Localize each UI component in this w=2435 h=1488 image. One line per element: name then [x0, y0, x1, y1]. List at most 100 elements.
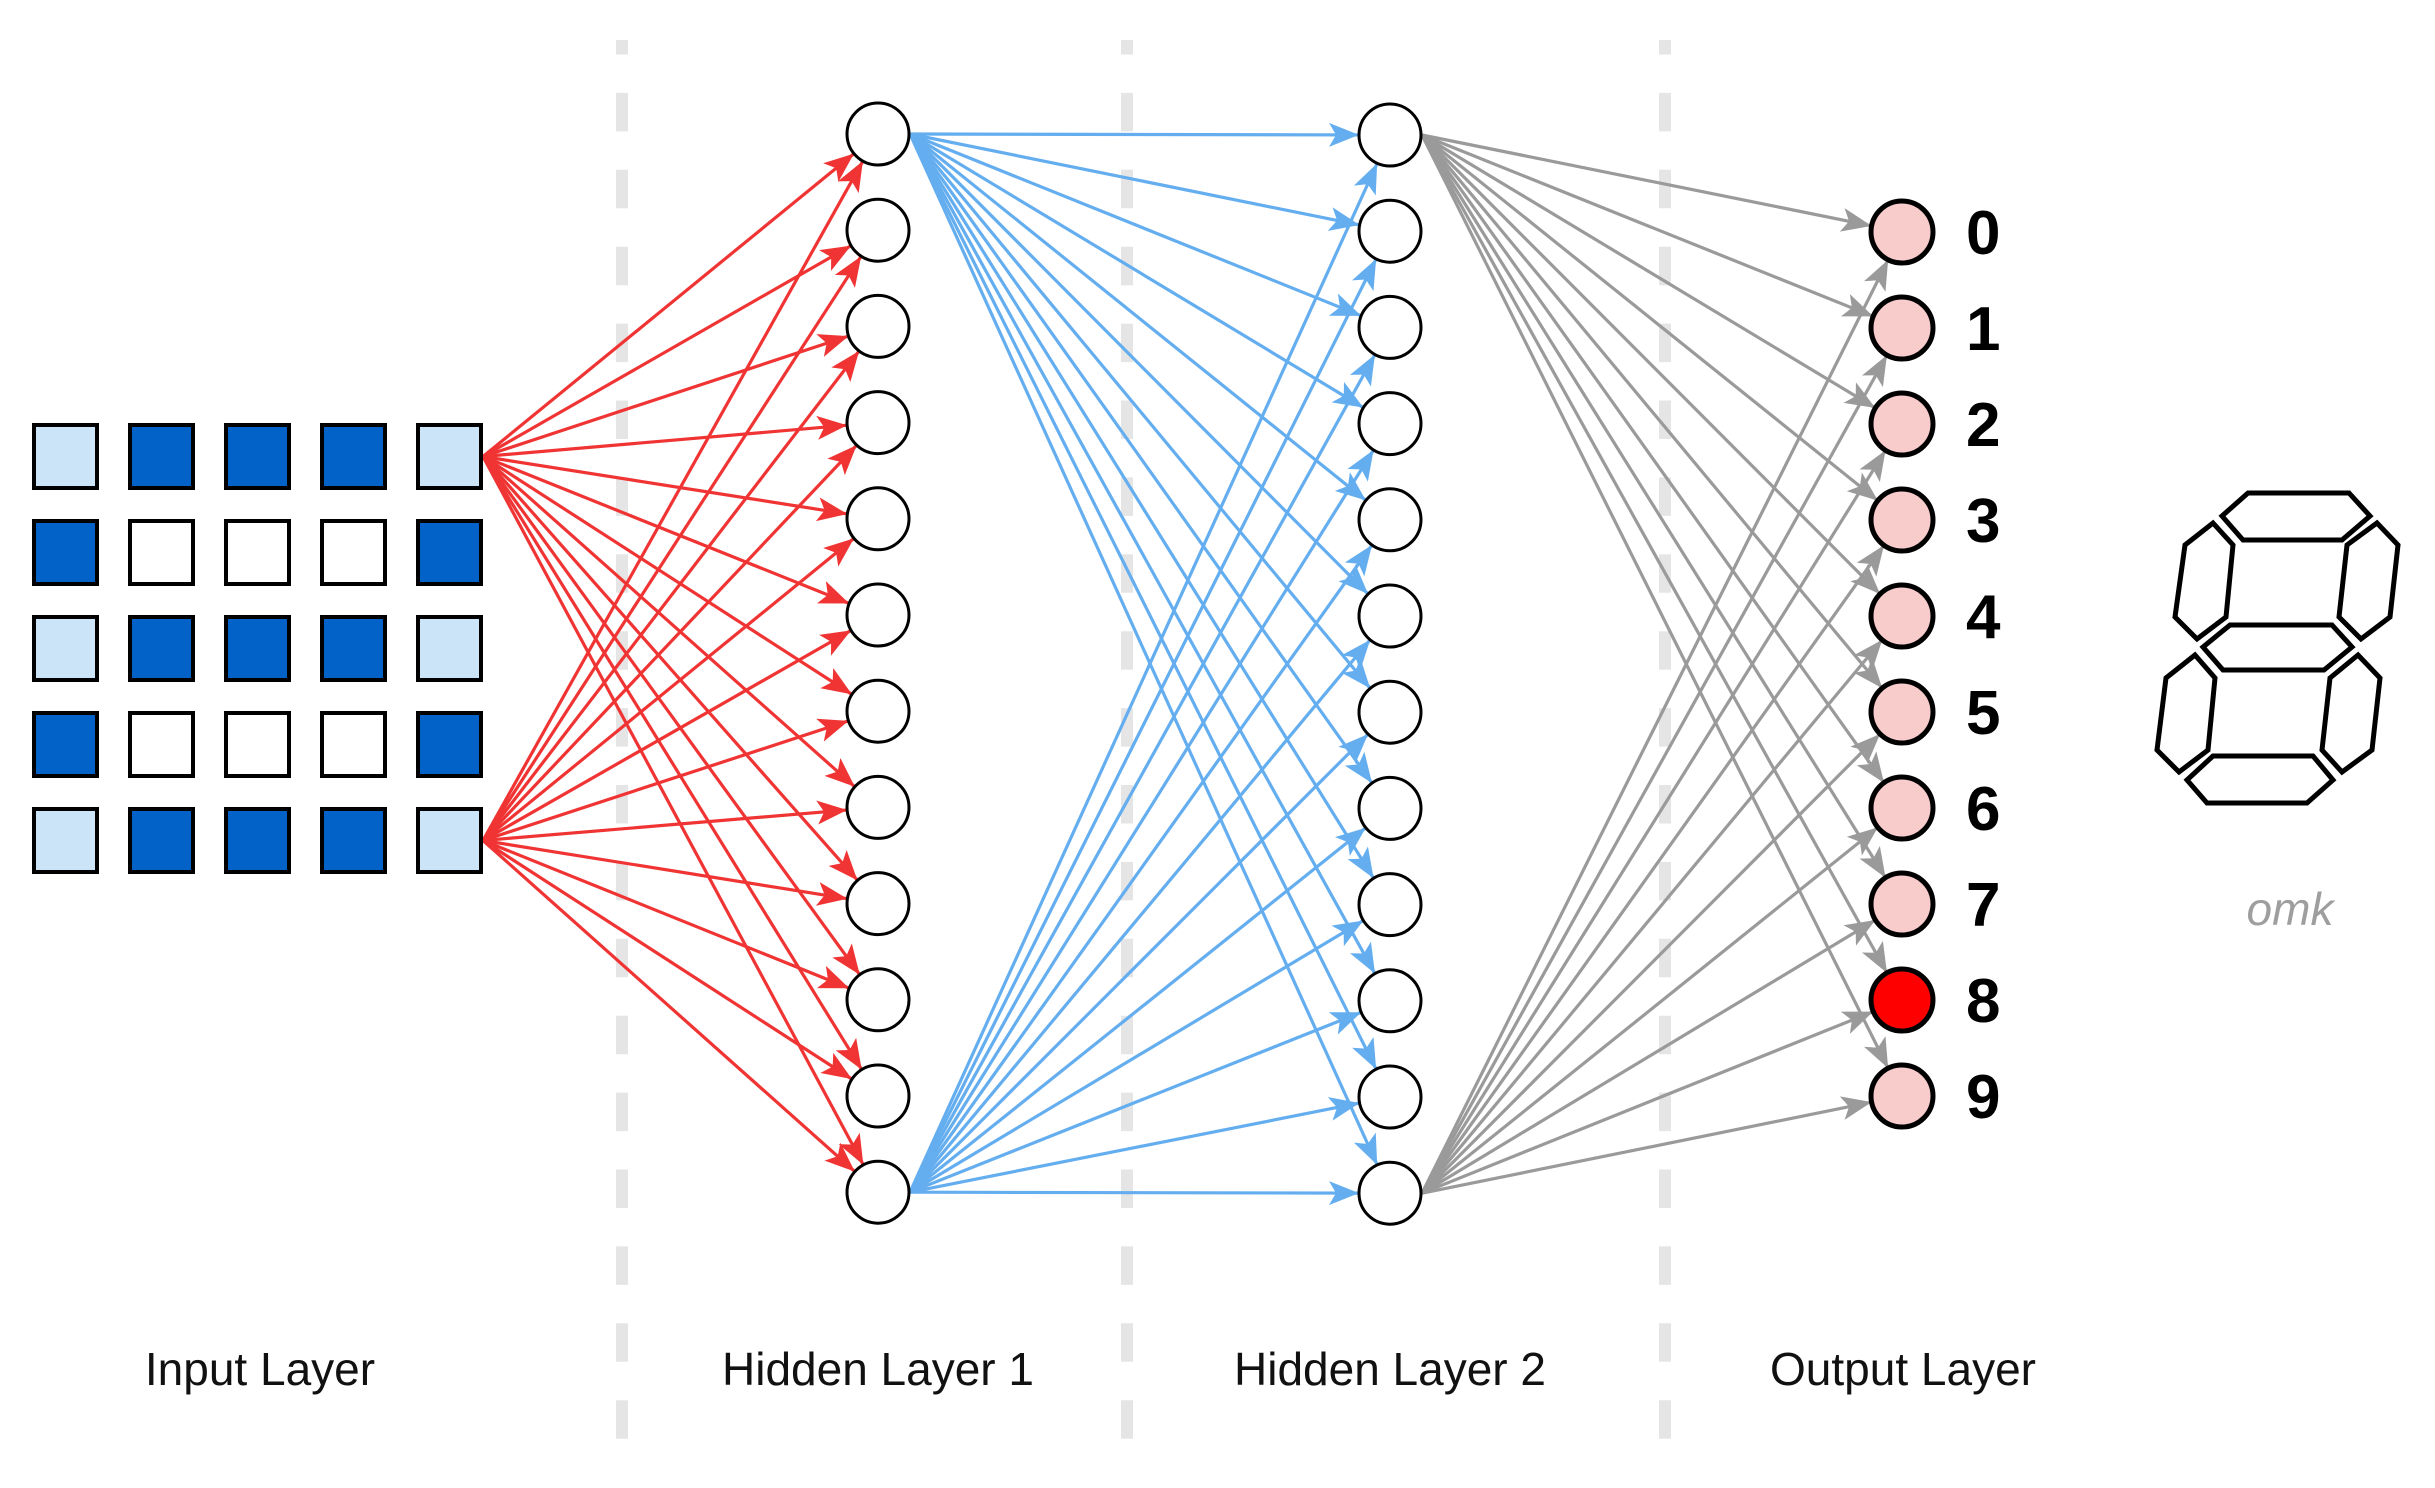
edge-hidden2-to-output [1421, 1010, 1874, 1195]
edge-input-to-hidden1 [482, 629, 852, 842]
input-pixel [32, 519, 99, 586]
input-pixel [32, 807, 99, 874]
edge-input-to-hidden1 [481, 444, 858, 842]
input-pixel [128, 423, 195, 490]
hidden2-node [1357, 1160, 1423, 1226]
edge-input-to-hidden1 [481, 839, 856, 1173]
hidden2-node [1357, 391, 1423, 457]
input-pixel [128, 615, 195, 682]
output-layer-label: Output Layer [1770, 1343, 2036, 1395]
edge-hidden2-to-output [1420, 134, 1890, 1069]
output-node [1868, 390, 1936, 458]
output-node [1868, 198, 1936, 266]
edge-hidden1-to-hidden2 [909, 132, 1360, 231]
output-node [1868, 294, 1936, 362]
input-pixel [224, 519, 291, 586]
hidden2-node [1357, 1064, 1423, 1130]
input-pixel [224, 711, 291, 778]
hidden1-node [845, 582, 911, 648]
edge-input-to-hidden1 [482, 334, 849, 459]
connections [481, 122, 1890, 1206]
edge-hidden1-to-hidden2 [908, 163, 1379, 1193]
input-layer-label: Input Layer [145, 1343, 375, 1395]
edge-hidden1-to-hidden2 [908, 733, 1369, 1194]
hidden1-node [845, 678, 911, 744]
hidden1-node [845, 1159, 911, 1225]
hidden1-node [845, 101, 911, 167]
edge-hidden1-to-hidden2 [908, 132, 1369, 595]
output-node-predicted [1868, 966, 1936, 1034]
output-node [1868, 486, 1936, 554]
edge-hidden1-to-hidden2 [908, 449, 1375, 1194]
edge-hidden2-to-output [1421, 1096, 1872, 1195]
input-pixel [320, 519, 387, 586]
output-class-label: 0 [1966, 199, 2000, 268]
edge-hidden1-to-hidden2 [909, 827, 1367, 1194]
edge-input-to-hidden1 [481, 455, 861, 975]
edge-hidden2-to-output [1421, 919, 1876, 1195]
edge-hidden1-to-hidden2 [908, 354, 1376, 1193]
edge-hidden2-to-output [1420, 355, 1888, 1194]
edge-hidden1-to-hidden2 [908, 133, 1376, 974]
input-pixel [320, 807, 387, 874]
edge-hidden2-to-output [1420, 450, 1887, 1195]
output-class-label: 6 [1966, 775, 2000, 844]
input-pixel [416, 423, 483, 490]
output-class-label: 2 [1966, 391, 2000, 460]
edge-hidden1-to-hidden2 [908, 544, 1373, 1194]
edge-hidden1-to-hidden2 [909, 122, 1360, 147]
edge-input-to-hidden1 [481, 455, 859, 881]
hidden1-node [845, 390, 911, 456]
input-pixel [416, 807, 483, 874]
edge-hidden2-to-output [1420, 133, 1881, 595]
hidden1-node [845, 486, 911, 552]
hidden1-node [845, 1063, 911, 1129]
edge-hidden2-to-output [1420, 134, 1885, 783]
hidden2-node [1357, 102, 1423, 168]
edge-hidden2-to-output [1420, 259, 1890, 1194]
output-node [1868, 870, 1936, 938]
segment-top [2218, 490, 2374, 543]
edge-input-to-hidden1 [482, 838, 848, 906]
edge-input-to-hidden1 [481, 537, 855, 842]
output-node [1868, 1062, 1936, 1130]
edge-hidden1-to-hidden2 [908, 133, 1378, 1070]
edge-hidden2-to-output [1420, 545, 1885, 1195]
hidden2-node [1357, 487, 1423, 553]
edge-hidden2-to-output [1420, 826, 1879, 1195]
output-class-label: 8 [1966, 967, 2000, 1036]
input-pixel [224, 807, 291, 874]
edge-input-to-hidden1 [482, 415, 848, 459]
edge-input-to-hidden1 [482, 839, 850, 990]
segment-lower-right [2319, 651, 2383, 776]
hidden-layer-1-label: Hidden Layer 1 [722, 1343, 1034, 1395]
edge-hidden2-to-output [1420, 733, 1881, 1195]
hidden2-node [1357, 679, 1423, 745]
edge-hidden1-to-hidden2 [908, 133, 1375, 879]
edge-input-to-hidden1 [482, 244, 852, 458]
edge-hidden1-to-hidden2 [909, 1011, 1362, 1194]
input-pixel [32, 615, 99, 682]
hidden1-node [845, 967, 911, 1033]
hidden1-node [845, 774, 911, 840]
hidden-layer-1-nodes [845, 101, 911, 1225]
hidden1-node [845, 197, 911, 263]
edge-hidden2-to-output [1421, 133, 1872, 232]
edge-input-to-hidden1 [481, 256, 862, 842]
edge-hidden1-to-hidden2 [909, 132, 1362, 317]
edge-hidden1-to-hidden2 [908, 639, 1371, 1194]
layer-dividers [616, 40, 1671, 1448]
hidden-layer-2-nodes [1357, 102, 1423, 1226]
input-pixel [320, 711, 387, 778]
input-pixel [416, 711, 483, 778]
edge-hidden1-to-hidden2 [908, 132, 1371, 689]
segment-bottom [2183, 753, 2337, 806]
edge-hidden2-to-output [1420, 134, 1888, 973]
edge-hidden1-to-hidden2 [908, 132, 1367, 501]
edge-hidden2-to-output [1421, 133, 1876, 409]
input-pixel [224, 423, 291, 490]
edge-input-to-hidden1 [481, 455, 865, 1165]
output-node [1868, 678, 1936, 746]
hidden2-node [1357, 198, 1423, 264]
